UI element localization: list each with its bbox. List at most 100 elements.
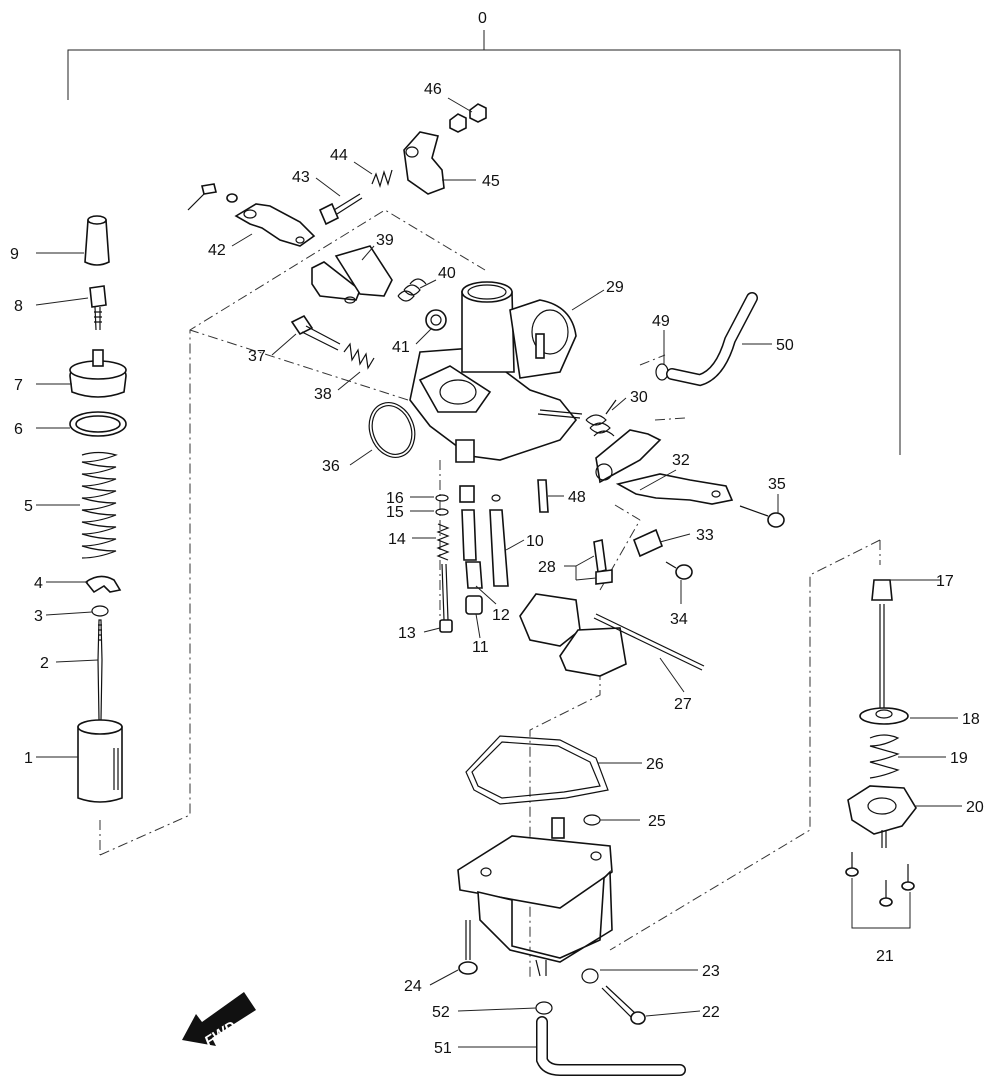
callout-46: 46: [424, 81, 442, 98]
callout-24: 24: [404, 978, 422, 995]
callout-3: 3: [34, 608, 43, 625]
part-20-cover: [847, 785, 917, 848]
part-29-carburetor-body: [409, 281, 583, 463]
part-10-pilot-jet: [489, 494, 509, 587]
part-41-seal: [425, 309, 447, 331]
part-39-starter-lever: [311, 245, 393, 304]
assembly-bracket: [67, 30, 901, 455]
part-1-throttle-valve: [77, 719, 123, 803]
part-7-carb-top: [69, 349, 127, 398]
part-6-gasket-ring: [69, 411, 127, 437]
part-9-cap-nut: [84, 215, 110, 266]
callout-48: 48: [568, 489, 586, 506]
part-43-adjust-bolt: [318, 193, 363, 226]
part-49-clip: [655, 363, 669, 381]
callout-9: 9: [10, 246, 19, 263]
part-48-jet: [537, 479, 549, 513]
callout-42: 42: [208, 242, 226, 259]
callout-0: 0: [478, 10, 487, 27]
callout-4: 4: [34, 575, 43, 592]
callout-23: 23: [702, 963, 720, 980]
callout-12: 12: [492, 607, 510, 624]
part-13-idle-screw: [439, 563, 453, 633]
callout-50: 50: [776, 337, 794, 354]
part-44-spring: [371, 169, 393, 189]
part-3-clip: [91, 605, 109, 617]
callout-52: 52: [432, 1004, 450, 1021]
callout-13: 13: [398, 625, 416, 642]
callout-5: 5: [24, 498, 33, 515]
callout-43: 43: [292, 169, 310, 186]
callout-14: 14: [388, 531, 406, 548]
callout-28: 28: [538, 559, 556, 576]
part-51-drain-hose: [536, 1016, 686, 1076]
part-30-throttle-spring: [585, 399, 617, 437]
part-34-screw: [665, 561, 693, 580]
part-5-spring: [81, 451, 118, 559]
callout-2: 2: [40, 655, 49, 672]
callout-10: 10: [526, 533, 544, 550]
part-46-nuts: [449, 103, 487, 133]
part-38-spring: [343, 342, 375, 370]
part-14-spring: [436, 523, 450, 561]
callout-21: 21: [876, 948, 894, 965]
part-25-washer: [583, 814, 601, 826]
callout-11: 11: [472, 639, 489, 656]
part-31-throttle-arm: [595, 429, 662, 484]
part-28-float-valve: [593, 539, 613, 585]
callout-20: 20: [966, 799, 984, 816]
callout-6: 6: [14, 421, 23, 438]
callout-22: 22: [702, 1004, 720, 1021]
part-36-o-ring: [368, 402, 416, 458]
part-float: [519, 593, 627, 677]
leader-lines: [35, 97, 962, 1048]
callout-51: 51: [434, 1040, 452, 1057]
part-17-diaphragm-valve: [871, 579, 893, 710]
callout-38: 38: [314, 386, 332, 403]
callout-49: 49: [652, 313, 670, 330]
part-19-spring: [869, 734, 900, 779]
part-26-bowl-gasket: [465, 735, 609, 805]
callout-35: 35: [768, 476, 786, 493]
callout-25: 25: [648, 813, 666, 830]
callout-7: 7: [14, 377, 23, 394]
callout-32: 32: [672, 452, 690, 469]
callout-29: 29: [606, 279, 624, 296]
part-40-spring: [397, 278, 427, 302]
part-37-pilot-screw: [290, 314, 341, 351]
callout-1: 1: [24, 750, 33, 767]
part-2-jet-needle: [97, 619, 103, 721]
callout-36: 36: [322, 458, 340, 475]
part-11-main-jet: [465, 595, 483, 615]
callout-26: 26: [646, 756, 664, 773]
part-22-drain-screw: [601, 985, 646, 1025]
part-float-bowl: [457, 817, 613, 977]
callout-40: 40: [438, 265, 456, 282]
part-45-link: [403, 131, 445, 195]
callout-33: 33: [696, 527, 714, 544]
part-8-adjuster: [89, 285, 107, 331]
part-50-hose: [666, 292, 758, 387]
callout-30: 30: [630, 389, 648, 406]
part-4-retainer: [84, 575, 122, 594]
part-42-bracket-and-screw: [187, 183, 316, 247]
callout-45: 45: [482, 173, 500, 190]
callout-19: 19: [950, 750, 968, 767]
callout-27: 27: [674, 696, 692, 713]
part-12-needle-jet-holder: [459, 485, 483, 589]
callout-44: 44: [330, 147, 348, 164]
part-18-diaphragm: [859, 707, 909, 725]
part-23-o-ring: [581, 968, 599, 984]
callout-15: 15: [386, 504, 404, 521]
part-35-screw: [739, 505, 785, 528]
callout-labels: 0 1 2 3 4 5 6 7 8 9 10 11 12 13 14 15 16…: [10, 10, 984, 1057]
part-21-screws: [845, 852, 915, 929]
part-16-washer: [435, 494, 449, 502]
fwd-arrow-icon: FWD: [182, 992, 256, 1050]
part-32-bracket: [615, 473, 734, 505]
callout-16: 16: [386, 490, 404, 507]
part-27-float-pin: [593, 613, 705, 671]
callout-34: 34: [670, 611, 688, 628]
part-24-screw: [458, 920, 478, 975]
